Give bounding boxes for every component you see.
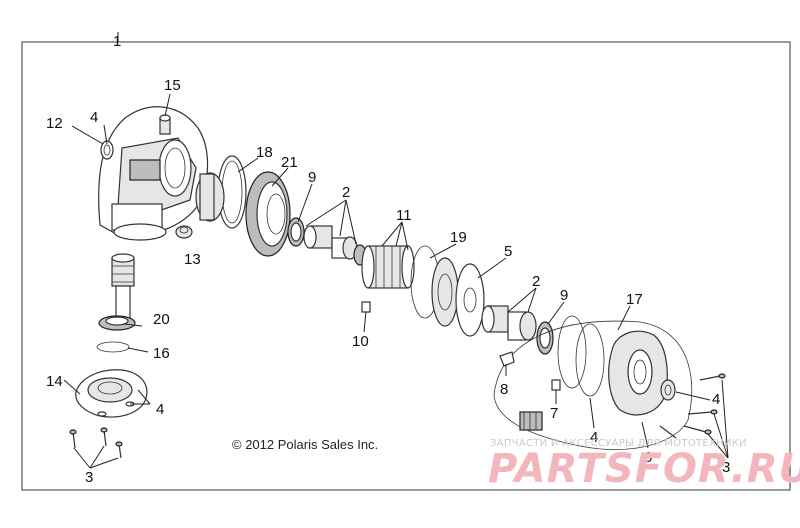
callout-9-right: 9 <box>560 287 568 304</box>
callout-3-left: 3 <box>85 469 93 486</box>
shaft-6 <box>519 411 543 431</box>
lower-cover-14 <box>75 369 148 418</box>
pinion-shaft <box>111 253 135 321</box>
bolts-3-left <box>69 427 123 459</box>
callout-11: 11 <box>396 207 412 224</box>
callout-14: 14 <box>46 373 63 390</box>
callout-17: 17 <box>626 291 643 308</box>
seal-9-right <box>536 321 554 355</box>
vent-fitting-15 <box>159 114 171 135</box>
bearings-2-left <box>303 225 367 266</box>
callout-6: 6 <box>644 449 652 466</box>
ring-gear-21 <box>245 171 291 257</box>
o-ring-16 <box>96 341 130 353</box>
leader-lines <box>63 32 729 469</box>
pin-10 <box>361 301 371 313</box>
plate-5 <box>455 263 485 337</box>
bracket-8 <box>499 351 515 367</box>
bearings-2-right <box>481 305 537 341</box>
callout-19: 19 <box>450 229 467 246</box>
callout-4: 4 <box>90 109 98 126</box>
armature-plate <box>195 172 225 222</box>
callout-4-bottom: 4 <box>590 429 598 446</box>
plug-13 <box>175 225 193 239</box>
callout-7: 7 <box>550 405 558 422</box>
seal-9-left <box>287 217 305 247</box>
callout-20: 20 <box>153 311 170 328</box>
callout-4-right: 4 <box>712 391 720 408</box>
spring-7 <box>551 379 561 391</box>
callout-13: 13 <box>184 251 201 268</box>
callout-8: 8 <box>500 381 508 398</box>
callout-16: 16 <box>153 345 170 362</box>
cover-plate <box>431 257 459 327</box>
watermark: ЗАПЧАСТИ И АКСЕССУАРЫ ДЛЯ МОТОТЕХНИКИ PA… <box>488 438 800 492</box>
watermark-brand: PARTSFOR.RU <box>488 446 800 492</box>
callout-2-right: 2 <box>532 273 540 290</box>
copyright-notice: © 2012 Polaris Sales Inc. <box>232 437 378 452</box>
callout-4-lower: 4 <box>156 401 164 418</box>
rear-cover-17 <box>493 315 693 450</box>
diagram-frame <box>21 41 791 491</box>
bearing-20 <box>98 315 136 331</box>
callout-15: 15 <box>164 77 181 94</box>
callout-18: 18 <box>256 144 273 161</box>
callout-12: 12 <box>46 115 63 132</box>
callout-2: 2 <box>342 184 350 201</box>
callout-3-right: 3 <box>722 459 730 476</box>
callout-1: 1 <box>113 33 121 50</box>
seal-4-right <box>660 379 676 401</box>
roll-cage-11 <box>361 245 415 289</box>
watermark-tagline: ЗАПЧАСТИ И АКСЕССУАРЫ ДЛЯ МОТОТЕХНИКИ <box>490 438 747 449</box>
callout-9: 9 <box>308 169 316 186</box>
callout-labels: 1 15 12 4 18 21 9 2 11 19 5 13 2 9 17 20… <box>46 33 730 486</box>
callout-10: 10 <box>352 333 369 350</box>
callout-21: 21 <box>281 154 298 171</box>
front-housing <box>98 106 209 241</box>
callout-5: 5 <box>504 243 512 260</box>
